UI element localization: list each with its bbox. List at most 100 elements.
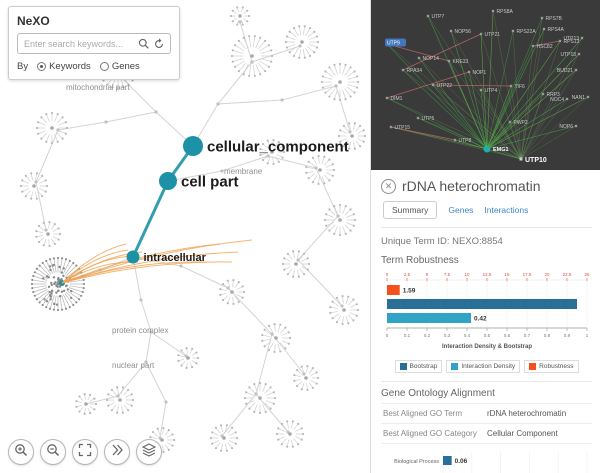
fit-to-screen-button[interactable]	[72, 439, 98, 465]
gene-node-label[interactable]: RPS8A	[497, 9, 514, 15]
go-row-value: rDNA heterochromatin	[485, 403, 592, 424]
radio-keywords[interactable]: Keywords	[37, 61, 91, 72]
divider	[381, 381, 592, 382]
svg-text:0.3: 0.3	[444, 333, 451, 338]
tab-summary[interactable]: Summary	[383, 201, 438, 219]
gene-node-label[interactable]: UTP4	[485, 88, 498, 94]
gene-node-label[interactable]: NAN1	[572, 95, 586, 101]
detail-header: ✕ rDNA heterochromatin	[381, 178, 592, 194]
expand-levels-button[interactable]	[104, 439, 130, 465]
gene-node-label[interactable]: UTP21	[485, 32, 501, 38]
zoom-in-button[interactable]	[8, 439, 34, 465]
interaction-edge	[61, 261, 207, 284]
robustness-section-title: Term Robustness	[381, 255, 459, 266]
gene-node-label[interactable]: RPS7B	[546, 16, 563, 22]
go-row-value: Cellular Component	[485, 423, 592, 444]
legend-label: Robustness	[539, 363, 574, 370]
svg-text:0.5: 0.5	[484, 333, 491, 338]
gene-node-label[interactable]: UTP18	[560, 52, 576, 58]
gene-node-label[interactable]: UTP8	[459, 138, 472, 144]
tree-node-label[interactable]: intracellular	[144, 252, 207, 264]
svg-text:0.1: 0.1	[404, 333, 411, 338]
go-section-title: Gene Ontology Alignment	[381, 388, 495, 399]
gene-node-label[interactable]: UTP5	[422, 116, 435, 122]
svg-text:1: 1	[586, 333, 589, 338]
legend-swatch	[451, 363, 459, 370]
tree-node[interactable]	[126, 250, 140, 264]
svg-text:0: 0	[386, 333, 389, 338]
gene-node-label[interactable]: NOP14	[423, 56, 440, 62]
gene-node-label[interactable]: UTP10	[525, 157, 547, 164]
gene-node-label[interactable]: HSC82	[537, 44, 553, 50]
gene-node-label[interactable]: UTP13	[563, 36, 579, 42]
gene-node-label[interactable]: NOP1	[473, 70, 487, 76]
term-id-value: NEXO:8854	[452, 236, 503, 247]
svg-text:0.2: 0.2	[424, 333, 431, 338]
gene-node-label[interactable]: UTP7	[432, 14, 445, 20]
gene-node-label[interactable]: UTP9	[387, 41, 400, 47]
svg-text:0.8: 0.8	[544, 333, 551, 338]
gene-node-label[interactable]: RPS4A	[548, 27, 565, 33]
gene-node[interactable]	[483, 145, 491, 153]
svg-text:0.42: 0.42	[474, 316, 487, 323]
gene-node-label[interactable]: UTP15	[395, 125, 411, 131]
tree-node[interactable]	[183, 136, 203, 156]
category-label: Biological Process	[394, 459, 439, 465]
tree-term-label[interactable]: protein complex	[112, 326, 168, 335]
gene-node-label[interactable]: BUD21	[557, 68, 573, 74]
gene-node-label[interactable]: RRP3	[547, 92, 561, 98]
zoom-in-icon	[14, 443, 28, 462]
svg-text:0.7: 0.7	[524, 333, 531, 338]
reset-icon[interactable]	[151, 36, 166, 51]
gene-node-label[interactable]: KRE33	[453, 59, 469, 65]
search-input[interactable]	[22, 37, 136, 50]
svg-text:0.06: 0.06	[455, 458, 468, 465]
zoom-out-button[interactable]	[40, 439, 66, 465]
gene-node-label[interactable]: RPS22A	[517, 29, 537, 35]
tree-term-label[interactable]: mitochondrial part	[66, 83, 130, 92]
go-row-label: Best Aligned GO Category	[381, 423, 485, 444]
tree-node[interactable]	[159, 172, 177, 190]
svg-text:10: 10	[464, 272, 470, 277]
radio-keywords-dot[interactable]	[37, 62, 47, 71]
gene-node-label[interactable]: RPS13	[564, 39, 580, 45]
svg-text:25: 25	[584, 272, 590, 277]
fit-to-screen-icon	[78, 443, 92, 462]
radio-genes[interactable]: Genes	[99, 61, 140, 72]
tree-term-label[interactable]: membrane	[224, 167, 263, 176]
gene-node-label[interactable]: RPA34	[407, 68, 423, 74]
search-mode-row: By Keywords Genes	[17, 61, 171, 72]
radio-genes-dot[interactable]	[99, 62, 109, 71]
gene-node-label[interactable]: EMG1	[493, 147, 509, 153]
tree-term-label[interactable]: nuclear part	[112, 361, 155, 370]
close-icon[interactable]: ✕	[381, 178, 396, 194]
tab-interactions[interactable]: Interactions	[484, 205, 529, 215]
tab-genes[interactable]: Genes	[448, 205, 474, 215]
gene-node-label[interactable]: NOP6	[559, 124, 573, 130]
gene-node-label[interactable]: TIF6	[515, 84, 525, 90]
alignment-bar	[443, 456, 452, 465]
tree-node-label[interactable]: cell part	[181, 173, 239, 190]
selected-gene-highlight[interactable]	[385, 38, 406, 47]
gene-node-label[interactable]: NOP56	[455, 29, 472, 35]
search-icon[interactable]	[136, 36, 151, 51]
layers-button[interactable]	[136, 439, 162, 465]
radio-genes-label: Genes	[111, 61, 140, 72]
gene-node-label[interactable]: UTP22	[437, 83, 453, 89]
detail-panel[interactable]: ✕ rDNA heterochromatin Summary Genes Int…	[371, 170, 600, 473]
gene-node-label[interactable]: PWP2	[514, 120, 528, 126]
search-input-group	[17, 33, 171, 54]
tree-node-label[interactable]: cellular_component	[207, 138, 349, 155]
svg-text:0.9: 0.9	[564, 333, 571, 338]
svg-text:0.4: 0.4	[464, 333, 471, 338]
gene-node-label[interactable]: DIM1	[391, 96, 403, 102]
gene-node-label[interactable]: NOC4	[550, 97, 564, 103]
